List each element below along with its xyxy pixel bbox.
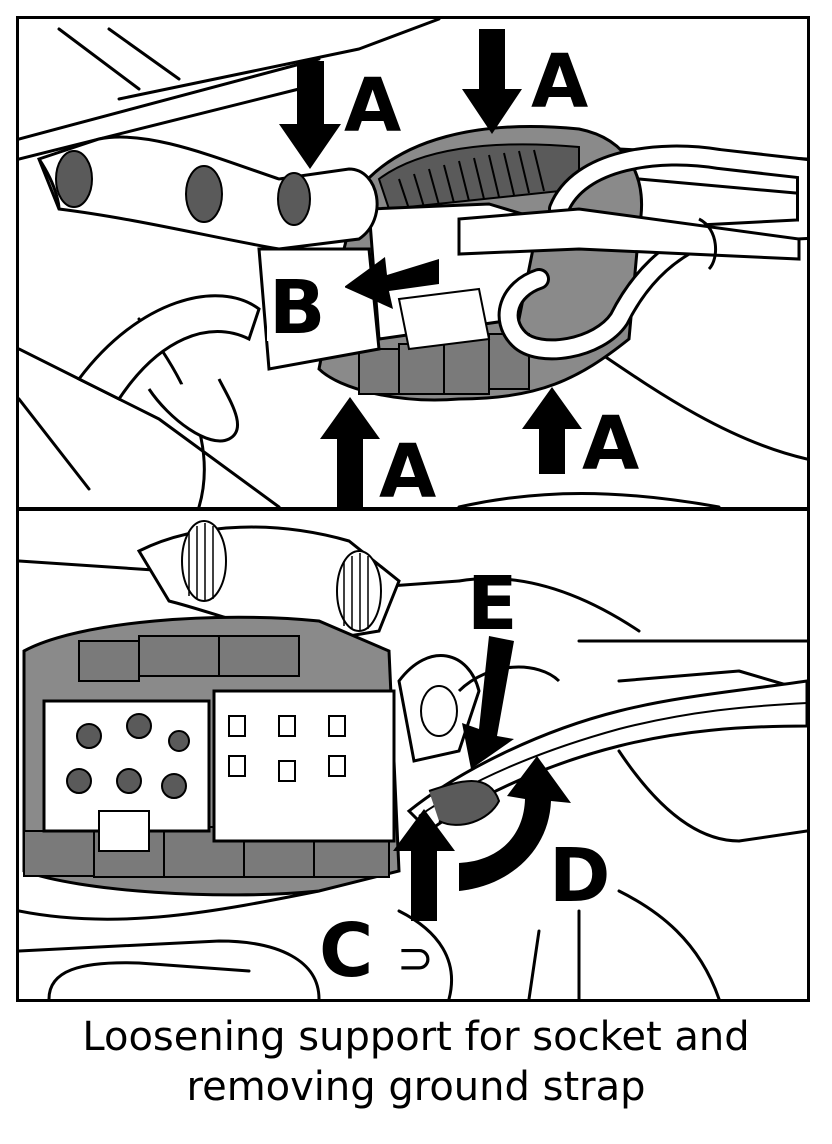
caption-line-1: Loosening support for socket and (82, 1014, 750, 1060)
arrows-top (279, 29, 582, 507)
callout-c-symbol: ⊃ (397, 933, 434, 984)
callout-d: D (549, 833, 610, 919)
socket-assembly-drawing-bottom: E D C ⊃ (19, 520, 807, 999)
callout-a-top-right: A (531, 39, 588, 125)
arrow-a-bottom-right (522, 387, 582, 474)
arrow-a-bottom-left (320, 397, 380, 507)
callout-a-bottom-right: A (582, 401, 639, 487)
callout-a-bottom-left: A (379, 429, 436, 507)
illustration-panel-top: A A A A B (16, 16, 810, 510)
figure-caption: Loosening support for socket and removin… (0, 1012, 832, 1112)
arrow-a-top-right (462, 29, 522, 134)
socket-assembly-drawing-top: A A A A B (19, 19, 807, 507)
arrow-e (462, 636, 514, 769)
callout-b: B (269, 265, 325, 351)
illustration-panel-bottom: E D C ⊃ (16, 508, 810, 1002)
callout-c: C (319, 908, 373, 994)
arrow-d (459, 756, 571, 891)
callout-e: E (467, 561, 518, 647)
arrow-b (344, 257, 439, 309)
caption-line-2: removing ground strap (186, 1064, 646, 1110)
arrow-a-top-left (279, 61, 341, 169)
arrows-bottom (393, 636, 571, 921)
arrow-c (393, 809, 455, 921)
callout-a-top-left: A (344, 63, 401, 149)
